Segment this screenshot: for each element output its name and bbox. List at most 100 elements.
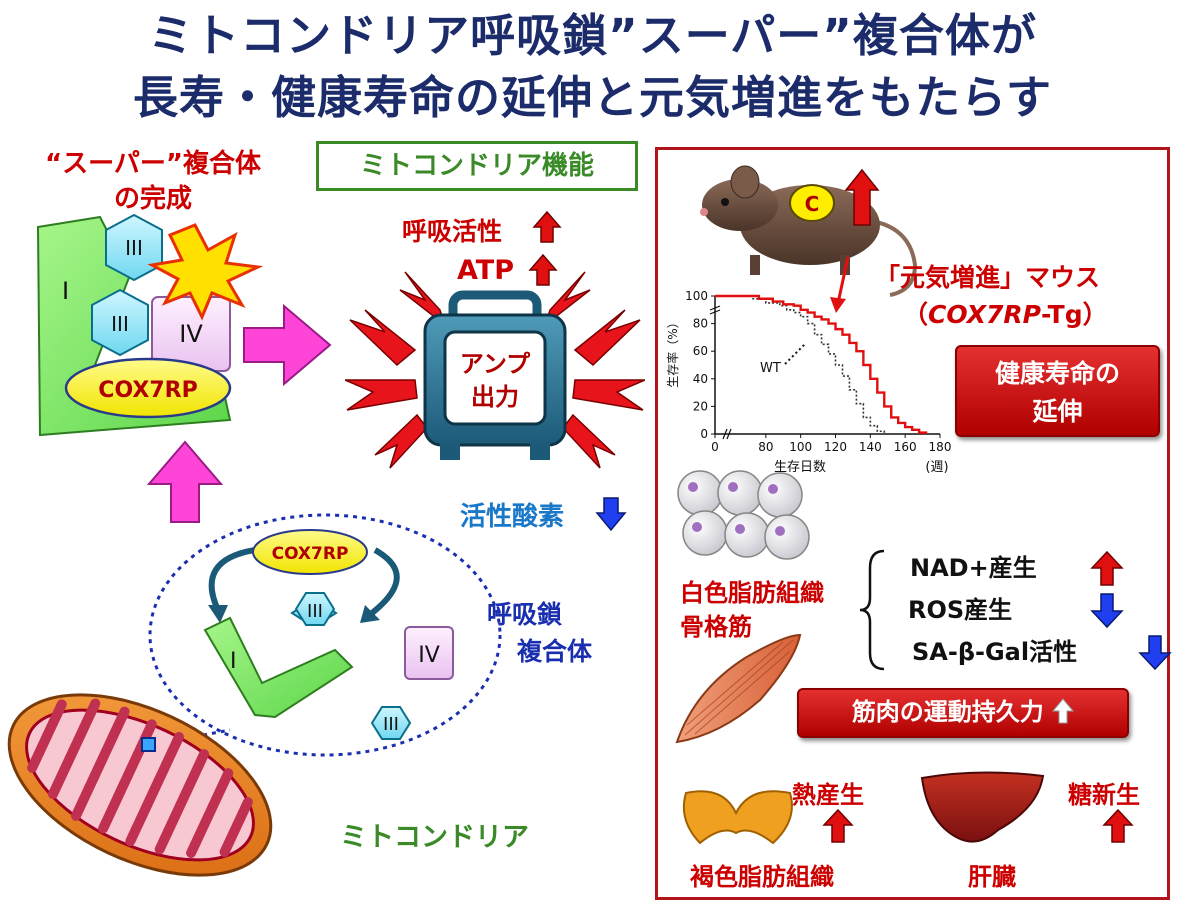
mouse-up-icon <box>844 168 880 226</box>
effect-down-icon-2 <box>1138 635 1172 671</box>
mouse-label-2-rest: -Tg） <box>1040 300 1108 329</box>
chart-annotation-wt: WT <box>760 361 781 376</box>
healthspan-button: 健康寿命の 延伸 <box>955 345 1160 437</box>
completion-label: の完成 <box>113 184 192 214</box>
complex-iii-label-a: III <box>125 236 143 260</box>
atp-up-icon <box>528 253 558 286</box>
atp-label: ATP <box>457 255 515 286</box>
wt-pointer <box>784 343 806 365</box>
x-axis-break <box>722 428 732 440</box>
complex-iii-hex-b <box>91 288 149 357</box>
muscle-illustration <box>675 633 802 744</box>
mito-function-box: ミトコンドリア機能 <box>316 141 638 191</box>
effect-down-icon-1 <box>1090 593 1124 629</box>
brown-fat-illustration <box>682 790 793 845</box>
chain-cox7rp-label: COX7RP <box>272 544 349 564</box>
amp-output-label-1: アンプ <box>460 350 531 378</box>
mitochondria-label: ミトコンドリア <box>340 822 529 853</box>
explosion-burst <box>147 223 264 321</box>
chart-series <box>715 294 928 434</box>
lightning-bolts <box>345 271 645 469</box>
thermogenesis-up-icon <box>822 808 854 843</box>
y-tick-label-40: 40 <box>693 372 708 386</box>
x-tick-label-160: 160 <box>894 440 917 454</box>
brown-fat-label: 褐色脂肪組織 <box>690 863 834 891</box>
ros-label: 活性酸素 <box>460 502 565 532</box>
y-tick-label-0: 0 <box>700 427 708 441</box>
muscle-endurance-label: 筋肉の運動持久力 <box>851 698 1044 726</box>
x-tick-label-0: 0 <box>711 440 719 454</box>
mouse-badge-label: C <box>805 192 820 216</box>
series-line-cox7rp-tg <box>715 294 928 434</box>
resp-activity-up-icon <box>532 210 562 243</box>
effect-label-1: ROS産生 <box>908 596 1013 624</box>
title-line-2: 長寿・健康寿命の延伸と元気増進をもたらす <box>132 71 1053 124</box>
chain-iii-bottom-label: III <box>383 714 399 735</box>
liver-illustration <box>920 771 1045 843</box>
amplifier-illustration: アンプ 出力 <box>345 271 645 469</box>
liver-label: 肝臓 <box>968 863 1016 891</box>
series-line-wt <box>715 295 886 434</box>
chain-iii-bottom-hex <box>370 706 412 740</box>
effect-label-2: SA-β-Gal活性 <box>912 638 1078 666</box>
cox7rp-ellipse <box>64 357 232 419</box>
tissue-muscle-label: 骨格筋 <box>680 613 752 641</box>
results-panel <box>655 147 1170 900</box>
x-tick-label-80: 80 <box>758 440 773 454</box>
cox7rp-label: COX7RP <box>98 378 197 403</box>
x-tick-label-100: 100 <box>789 440 812 454</box>
adipocytes-illustration <box>677 470 810 560</box>
y-tick-label-20: 20 <box>693 399 708 413</box>
mitochondrion <box>7 693 273 877</box>
magenta-arrow-right <box>243 303 332 387</box>
mouse-label-2: （COX7RP-Tg） <box>903 295 1108 331</box>
chain-iii-top-label: III <box>307 601 323 622</box>
y-tick-label-100: 100 <box>685 289 708 303</box>
chain-complex-i <box>203 616 354 719</box>
muscle-endurance-button: 筋肉の運動持久力 <box>797 688 1129 738</box>
chain-iv-box <box>404 626 454 680</box>
healthspan-label-2: 延伸 <box>1032 397 1083 426</box>
magenta-arrow-up <box>146 440 224 523</box>
super-complex-label: “スーパー”複合体 <box>45 149 261 179</box>
chart-ylabel: 生存率（%） <box>665 316 680 387</box>
chain-iv-label: IV <box>418 643 440 668</box>
healthspan-label-1: 健康寿命の <box>994 359 1120 388</box>
complex-iii-label-b: III <box>111 312 129 336</box>
muscle-endurance-up-icon <box>1052 698 1075 724</box>
gluconeogenesis-label: 糖新生 <box>1068 781 1140 809</box>
mouse-label-2-open: （ <box>903 300 929 329</box>
chart-xlabel: 生存日数 <box>774 460 826 475</box>
resp-chain-label-2: 複合体 <box>517 637 593 666</box>
resp-chain-illustration: COX7RP III I IV III <box>7 513 502 877</box>
chain-iii-top-hex <box>294 592 336 626</box>
complex-i-label: I <box>62 277 69 305</box>
mouse-pointer-arrow <box>830 256 850 313</box>
effects-brace <box>859 549 885 671</box>
bubble-outline <box>148 513 502 757</box>
x-tick-label-140: 140 <box>859 440 882 454</box>
resp-chain-label-1: 呼吸鎖 <box>487 600 563 629</box>
tissue-white-fat-label: 白色脂肪組織 <box>680 579 824 607</box>
chart-axes <box>709 296 940 440</box>
ros-down-icon <box>595 497 627 532</box>
title-line-1: ミトコンドリア呼吸鎖”スーパー”複合体が <box>148 9 1037 62</box>
complex-iv-label: IV <box>179 320 203 348</box>
mouse-label-1: 「元気増進」マウス <box>875 263 1101 292</box>
mouse-illustration: C <box>700 165 918 297</box>
y-tick-label-80: 80 <box>693 317 708 331</box>
y-axis-break <box>709 305 721 315</box>
x-tick-label-180: 180 <box>929 440 952 454</box>
thermogenesis-label: 熱産生 <box>792 781 864 809</box>
zoom-marker <box>141 737 156 752</box>
mouse-label-2-gene: COX7RP <box>928 300 1041 329</box>
gluconeogenesis-up-icon <box>1102 808 1134 843</box>
super-complex-illustration: I III III IV COX7RP <box>36 213 264 437</box>
resp-activity-label: 呼吸活性 <box>402 217 503 246</box>
amp-output-label-2: 出力 <box>471 383 519 411</box>
effect-up-icon-0 <box>1090 550 1124 586</box>
chain-i-label: I <box>230 649 237 674</box>
chart-xunit: (週) <box>925 460 948 475</box>
